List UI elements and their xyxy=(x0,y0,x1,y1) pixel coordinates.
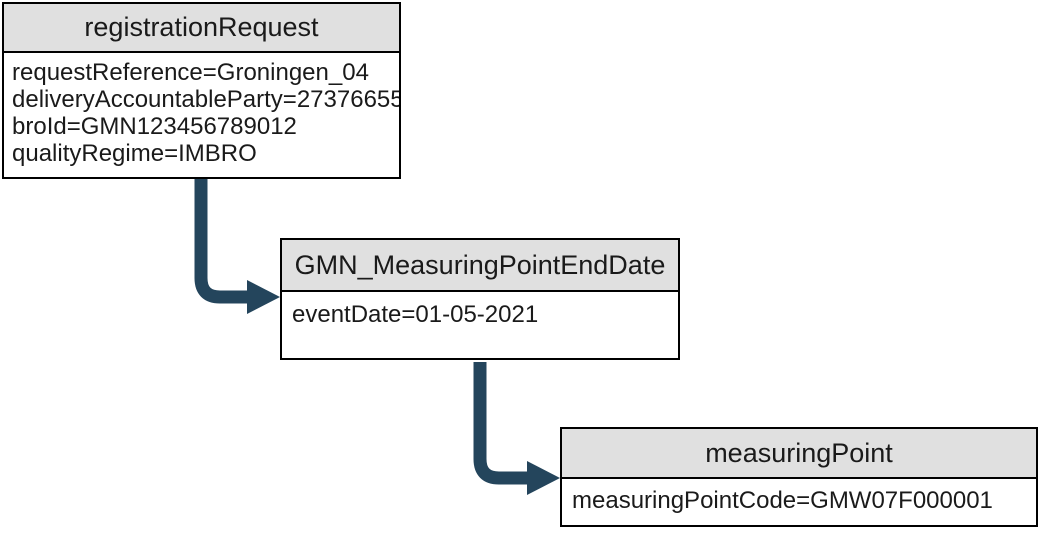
node-title: registrationRequest xyxy=(84,12,319,42)
connector-arrow-2 xyxy=(473,362,560,495)
node-title-bar: GMN_MeasuringPointEndDate xyxy=(282,240,678,292)
arrow-head-icon xyxy=(247,280,280,314)
node-title: measuringPoint xyxy=(705,437,893,468)
node-attributes: eventDate=01-05-2021 xyxy=(282,292,678,358)
node-attribute: broId=GMN123456789012 xyxy=(12,113,297,140)
node-attribute: deliveryAccountableParty=27376655 xyxy=(12,86,399,113)
node-attributes: requestReference=Groningen_04 deliveryAc… xyxy=(4,53,399,179)
arrow-head-icon xyxy=(527,461,560,495)
arrow-shaft xyxy=(473,362,529,485)
node-attribute: measuringPointCode=GMW07F000001 xyxy=(572,487,993,514)
node-measuring-point: measuringPoint measuringPointCode=GMW07F… xyxy=(560,427,1038,527)
node-title-bar: measuringPoint xyxy=(562,429,1036,479)
arrow-shaft xyxy=(194,179,249,304)
node-attribute: qualityRegime=IMBRO xyxy=(12,140,257,167)
node-gmn-measuring-point-end-date: GMN_MeasuringPointEndDate eventDate=01-0… xyxy=(280,238,680,360)
node-attribute: requestReference=Groningen_04 xyxy=(12,59,369,86)
node-attributes: measuringPointCode=GMW07F000001 xyxy=(562,479,1036,525)
connector-arrow-1 xyxy=(194,179,280,314)
node-attribute: eventDate=01-05-2021 xyxy=(292,301,539,328)
node-registration-request: registrationRequest requestReference=Gro… xyxy=(2,2,401,179)
node-title-bar: registrationRequest xyxy=(4,4,399,53)
node-title: GMN_MeasuringPointEndDate xyxy=(294,249,666,280)
